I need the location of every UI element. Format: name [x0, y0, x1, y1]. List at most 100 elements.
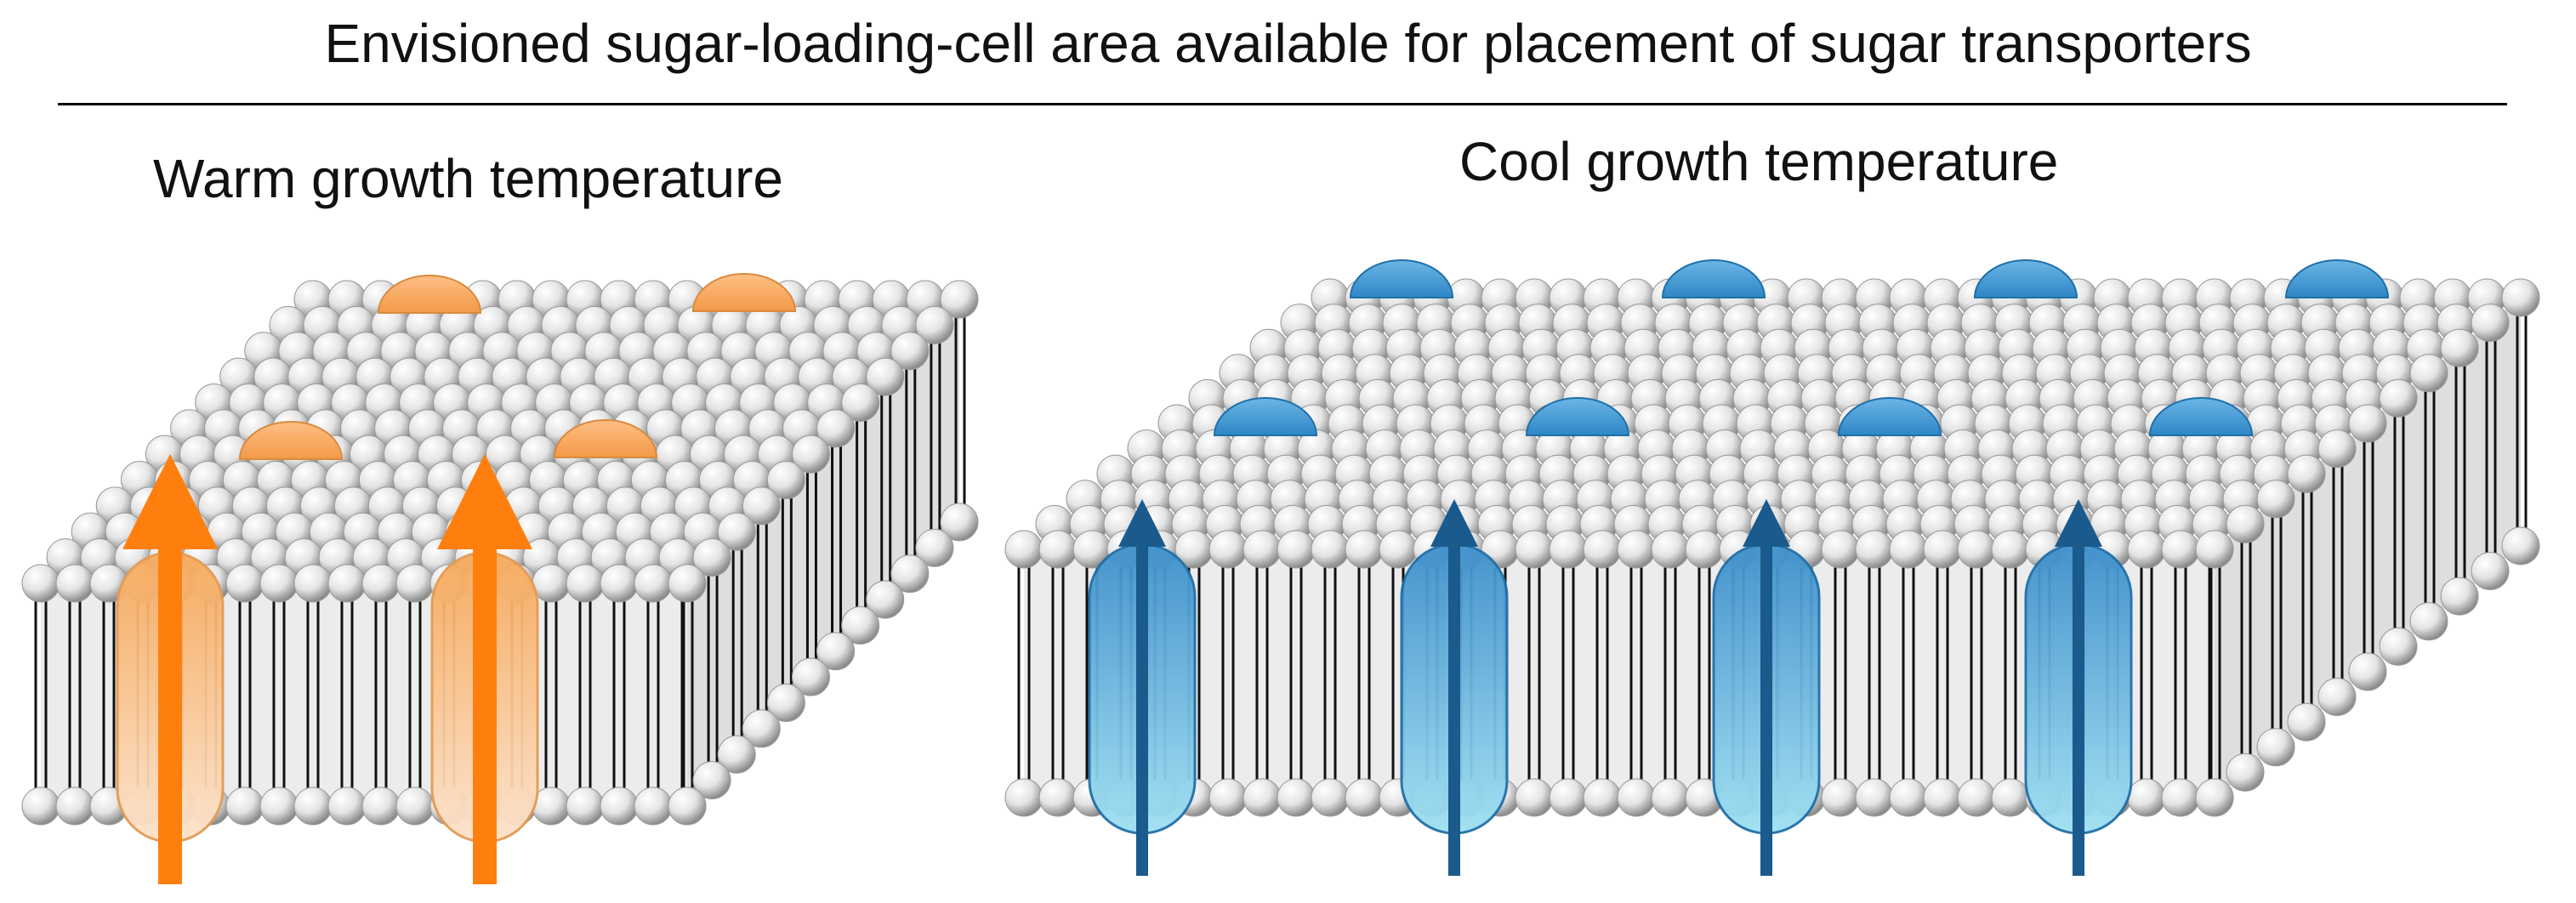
- cool-surface-protein: [1661, 259, 1766, 298]
- lipid-head: [2127, 778, 2166, 817]
- lipid-head: [668, 564, 707, 603]
- lipid-head: [2256, 728, 2295, 767]
- lipid-head: [395, 787, 435, 826]
- lipid-head: [841, 605, 880, 645]
- lipid-head: [742, 486, 781, 525]
- lipid-head: [915, 528, 954, 567]
- lipid-head: [2440, 328, 2479, 367]
- lipid-head: [1617, 778, 1656, 817]
- lipid-head: [1004, 778, 1043, 817]
- lipid-head: [2471, 304, 2510, 343]
- cool-panel-title: Cool growth temperature: [1459, 131, 2059, 192]
- lipid-head: [225, 564, 264, 603]
- lipid-head: [1889, 530, 1928, 569]
- lipid-head: [2226, 504, 2265, 543]
- lipid-head: [692, 761, 731, 800]
- lipid-head: [1651, 530, 1690, 569]
- lipid-head: [1345, 778, 1384, 817]
- warm-surface-protein: [377, 275, 482, 314]
- lipid-head: [55, 787, 94, 826]
- lipid-head: [1855, 778, 1894, 817]
- lipid-head: [566, 787, 605, 826]
- cool-surface-protein: [1973, 259, 2078, 298]
- lipid-head: [293, 787, 333, 826]
- cool-surface-protein: [2284, 259, 2390, 298]
- lipid-head: [2379, 378, 2418, 417]
- lipid-head: [766, 461, 805, 500]
- lipid-head: [791, 657, 830, 696]
- lipid-head: [2501, 278, 2540, 317]
- lipid-head: [1515, 530, 1554, 569]
- lipid-head: [2226, 752, 2265, 792]
- lipid-head: [1311, 778, 1350, 817]
- lipid-head: [668, 787, 707, 826]
- lipid-head: [1208, 530, 1248, 569]
- lipid-head: [1991, 530, 2030, 569]
- figure-title: Envisioned sugar-loading-cell area avail…: [324, 13, 2252, 74]
- cool-surface-protein: [2148, 397, 2254, 436]
- lipid-head: [2471, 552, 2510, 591]
- warm-membrane: [21, 273, 979, 884]
- lipid-head: [717, 735, 756, 774]
- cool-surface-protein: [1349, 259, 1454, 298]
- lipid-head: [1991, 778, 2030, 817]
- lipid-head: [1277, 530, 1316, 569]
- lipid-head: [1821, 530, 1860, 569]
- warm-surface-protein: [238, 421, 344, 460]
- lipid-head: [841, 383, 880, 422]
- lipid-head: [1345, 530, 1384, 569]
- lipid-head: [259, 787, 299, 826]
- lipid-head: [1515, 778, 1554, 817]
- lipid-head: [2348, 404, 2387, 443]
- lipid-head: [1277, 778, 1316, 817]
- lipid-head: [1004, 530, 1043, 569]
- lipid-head: [1855, 530, 1894, 569]
- lipid-head: [2195, 778, 2234, 817]
- lipid-head: [361, 787, 401, 826]
- lipid-head: [225, 787, 264, 826]
- lipid-head: [1038, 530, 1078, 569]
- lipid-head: [2317, 678, 2357, 717]
- title-divider: [58, 103, 2507, 105]
- lipid-head: [717, 512, 756, 551]
- lipid-head: [293, 564, 333, 603]
- lipid-head: [1821, 778, 1860, 817]
- lipid-head: [1379, 530, 1418, 569]
- lipid-head: [915, 305, 954, 344]
- lipid-head: [2287, 702, 2326, 741]
- lipid-head: [1208, 778, 1248, 817]
- lipid-head: [2409, 354, 2448, 393]
- lipid-head: [2409, 602, 2448, 641]
- lipid-head: [21, 787, 60, 826]
- lipid-head: [1549, 778, 1588, 817]
- lipid-head: [2195, 530, 2234, 569]
- cool-surface-protein: [1213, 397, 1318, 436]
- lipid-head: [1311, 530, 1350, 569]
- lipid-head: [1923, 778, 1962, 817]
- lipid-head: [327, 564, 367, 603]
- lipid-head: [2256, 480, 2295, 519]
- lipid-head: [1889, 778, 1928, 817]
- lipid-head: [866, 580, 905, 619]
- lipid-head: [1685, 530, 1724, 569]
- lipid-head: [1583, 778, 1622, 817]
- lipid-head: [866, 357, 905, 396]
- lipid-head: [327, 787, 367, 826]
- lipid-head: [55, 564, 94, 603]
- lipid-head: [791, 434, 830, 474]
- lipid-head: [692, 538, 731, 577]
- side-face: [2215, 298, 2521, 798]
- lipid-head: [2127, 530, 2166, 569]
- lipid-head: [766, 684, 805, 723]
- warm-surface-protein: [691, 273, 797, 312]
- lipid-head: [1923, 530, 1962, 569]
- lipid-head: [1617, 530, 1656, 569]
- lipid-head: [259, 564, 299, 603]
- lipid-head: [395, 564, 435, 603]
- lipid-head: [1583, 530, 1622, 569]
- lipid-head: [742, 709, 781, 748]
- lipid-head: [1957, 530, 1996, 569]
- lipid-head: [600, 787, 639, 826]
- lipid-head: [634, 564, 673, 603]
- lipid-head: [1243, 778, 1282, 817]
